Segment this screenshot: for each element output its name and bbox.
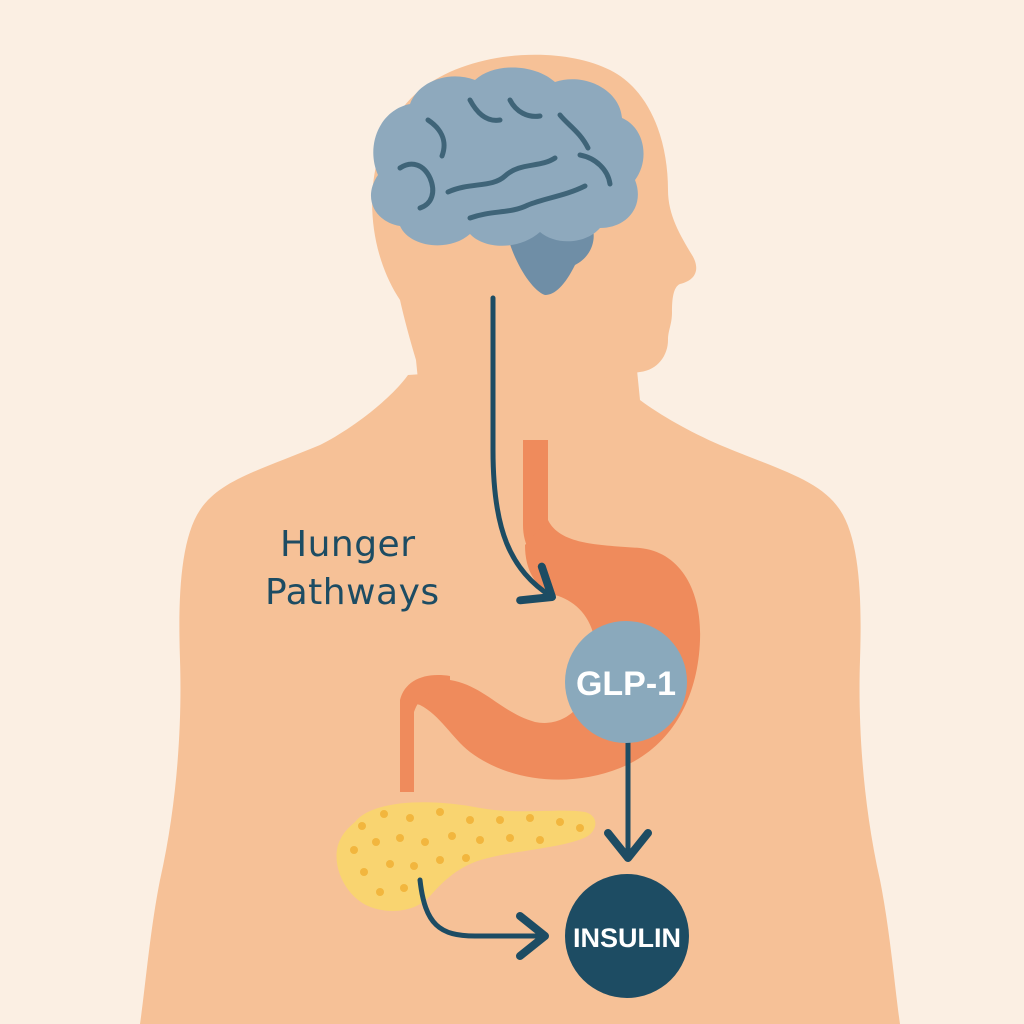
arrows [417, 295, 652, 960]
pancreas-dots [350, 808, 584, 896]
glp1-circle [565, 621, 687, 743]
insulin-label: INSULIN [573, 923, 681, 953]
brain-cerebrum [370, 67, 644, 246]
glp1-label: GLP-1 [576, 665, 676, 703]
diagram-title: Hunger Pathways [265, 524, 440, 613]
brain [370, 67, 644, 295]
glp1-node: GLP-1 [565, 621, 687, 743]
insulin-circle [565, 874, 689, 998]
pancreas [336, 802, 596, 911]
pancreas-to-insulin-arrow [417, 877, 549, 960]
title-line-2: Pathways [265, 572, 440, 613]
title-line-1: Hunger [280, 524, 416, 565]
insulin-node: INSULIN [565, 874, 689, 998]
duodenum [400, 675, 450, 792]
brain-to-stomach-arrow [490, 295, 556, 605]
brain-folds [397, 97, 613, 221]
body-torso [140, 360, 900, 1024]
